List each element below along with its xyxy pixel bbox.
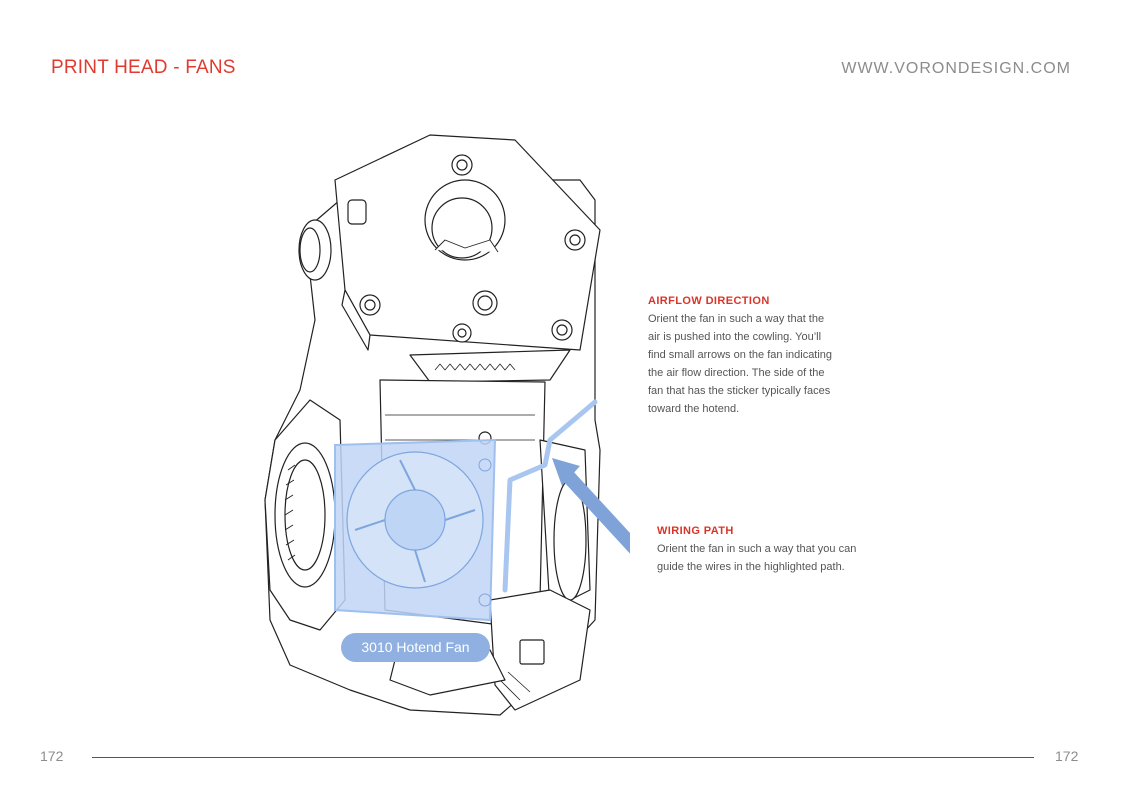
airflow-direction-title: AIRFLOW DIRECTION — [648, 295, 770, 307]
wiring-path-highlight — [502, 399, 598, 593]
page-number-right: 172 — [1055, 748, 1079, 764]
airflow-line: toward the hotend. — [648, 403, 740, 415]
airflow-line: air is pushed into the cowling. You’ll — [648, 331, 822, 343]
hotend-fan-label: 3010 Hotend Fan — [341, 633, 490, 662]
page-number-left: 172 — [40, 748, 64, 764]
wiring-path-text: Orient the fan in such a way that you ca… — [657, 540, 917, 576]
print-head-illustration — [264, 134, 630, 716]
airflow-line: the air flow direction. The side of the — [648, 367, 825, 379]
page-title: PRINT HEAD - FANS — [51, 57, 236, 78]
airflow-line: find small arrows on the fan indicating — [648, 349, 833, 361]
airflow-line: Orient the fan in such a way that the — [648, 313, 825, 325]
wiring-path-title: WIRING PATH — [657, 525, 734, 537]
wiring-line: guide the wires in the highlighted path. — [657, 561, 845, 573]
airflow-line: fan that has the sticker typically faces — [648, 385, 831, 397]
website-url: WWW.VORONDESIGN.COM — [841, 60, 1071, 77]
wiring-arrow-icon — [552, 458, 630, 554]
hotend-fan-highlight — [334, 438, 497, 622]
wiring-line: Orient the fan in such a way that you ca… — [657, 543, 857, 555]
footer-divider — [92, 757, 1034, 758]
airflow-direction-text: Orient the fan in such a way that the ai… — [648, 310, 888, 418]
